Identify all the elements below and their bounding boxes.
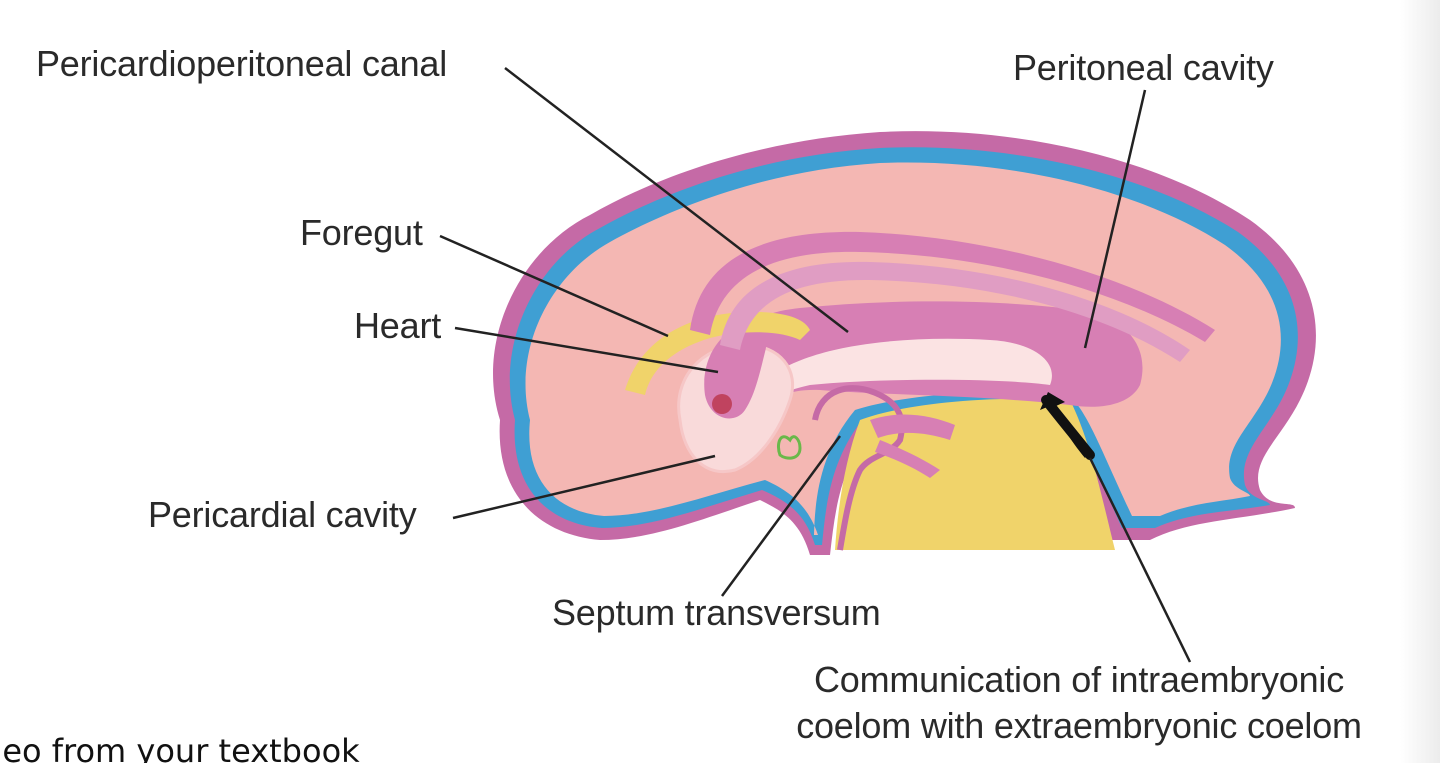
heart-lumen [712,394,732,414]
label-communication-line2: coelom with extraembryonic coelom [796,705,1362,746]
dorsal-band-1 [690,231,1215,342]
label-septum-transversum: Septum transversum [552,592,881,633]
label-heart: Heart [354,305,442,346]
label-pericardioperitoneal-canal: Pericardioperitoneal canal [36,43,448,84]
foregut-arch [625,311,810,395]
label-communication-line1: Communication of intraembryonic [813,659,1345,700]
septum-outline [812,385,905,551]
leader-foregut [439,234,669,338]
leader-septum-transversum [720,435,842,597]
label-peritoneal-cavity: Peritoneal cavity [1013,47,1274,88]
leader-lines [439,67,1192,663]
peritoneal-cavity-lumen [760,338,1052,394]
green-outline-icon [776,435,802,460]
leader-heart [454,326,719,374]
page-edge-shade [1400,0,1440,763]
label-pericardial-cavity: Pericardial cavity [148,494,417,535]
footer-caption: deo from your textbook [0,732,360,763]
leader-pericardioperitoneal-canal [504,67,849,333]
septum-bud [870,414,955,440]
communication-arrow-body [1041,395,1095,460]
septum-bud-lower [875,440,940,478]
label-communication: Communication of intraembryonic coelom w… [758,657,1400,749]
leader-peritoneal-cavity [1083,89,1147,349]
label-foregut: Foregut [300,212,423,253]
dorsal-band-2 [720,261,1190,362]
leader-pericardial-cavity [452,454,716,520]
yolk-region [835,398,1115,550]
leader-communication [1088,457,1192,663]
